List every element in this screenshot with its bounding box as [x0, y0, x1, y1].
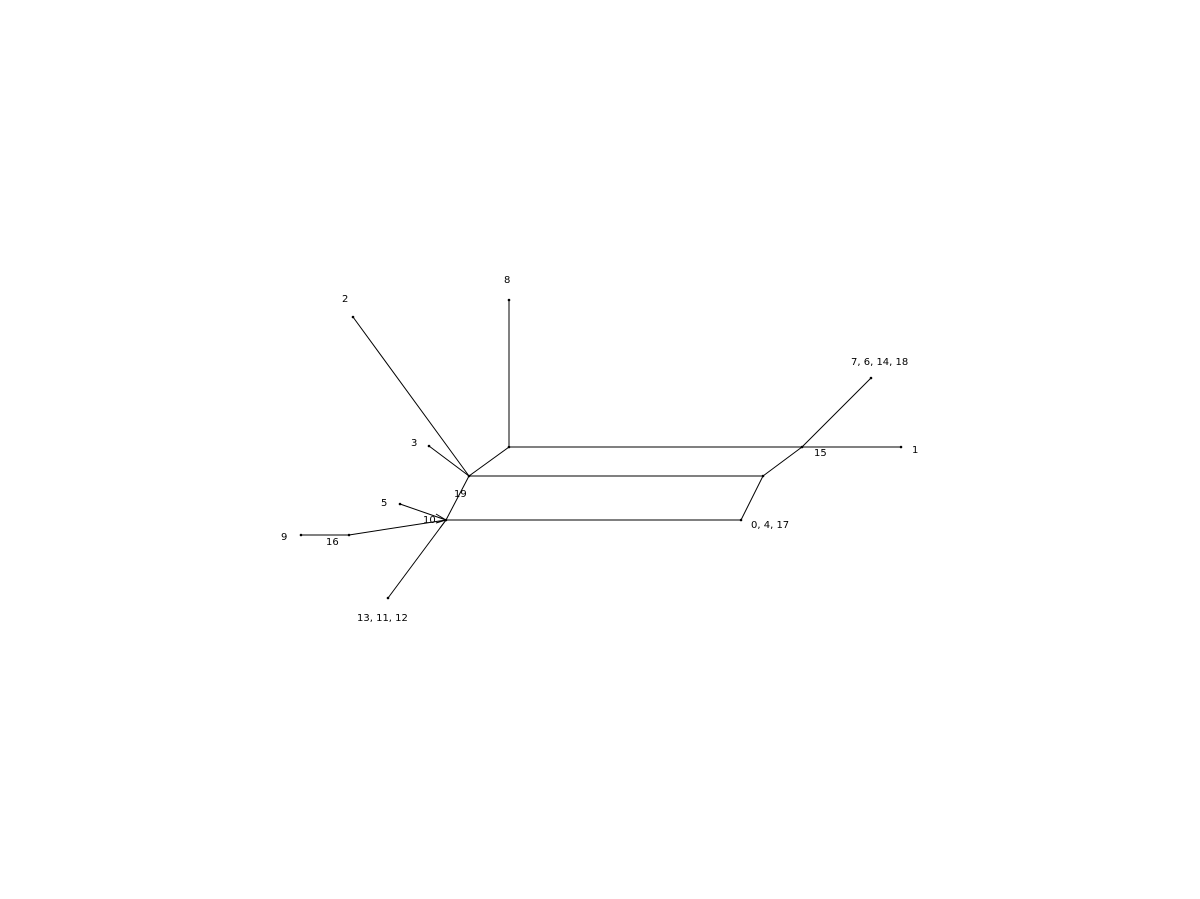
label-19: 19 [454, 489, 467, 500]
node-3 [427, 444, 431, 448]
label-13-11-12: 13, 11, 12 [357, 613, 408, 624]
node-2 [351, 315, 355, 319]
edge-right-lower-diag [740, 475, 764, 521]
label-7-6-14-18: 7, 6, 14, 18 [851, 357, 908, 368]
edge-fan-10c [439, 519, 447, 529]
node-5 [398, 502, 402, 506]
node-0-4-17 [739, 518, 743, 522]
label-1: 1 [912, 445, 918, 456]
network-edges [301, 300, 901, 599]
edge-to-16 [348, 519, 447, 536]
edge-to-5 [399, 503, 447, 521]
node-15 [800, 445, 804, 449]
node-8 [507, 298, 511, 302]
label-0-4-17: 0, 4, 17 [751, 520, 789, 531]
label-5: 5 [381, 498, 387, 509]
node-junction-top-left [507, 445, 511, 449]
node-7-6-14-18 [869, 376, 873, 380]
edge-to-7-6-14-18 [801, 377, 872, 448]
label-16: 16 [326, 537, 339, 548]
edge-fan-10a [435, 513, 447, 521]
node-19 [467, 474, 471, 478]
edge-fan-10b [435, 519, 447, 524]
node-1 [899, 445, 903, 449]
edge-to-2 [352, 316, 470, 477]
edge-left-upper-diag [468, 446, 510, 477]
node-13-11-12 [386, 596, 390, 600]
node-10 [444, 518, 448, 522]
network-nodes [299, 298, 903, 600]
edge-to-13-11-12 [387, 519, 447, 599]
label-3: 3 [411, 438, 417, 449]
edge-to-3 [428, 445, 470, 477]
network-labels: 8 2 3 19 7, 6, 14, 18 1 15 5 10 0, 4, 17… [281, 275, 918, 624]
label-9: 9 [281, 532, 287, 543]
edge-right-upper-diag [762, 446, 803, 477]
node-9 [299, 533, 303, 537]
edge-left-lower-diag [445, 475, 470, 521]
label-10: 10 [423, 515, 436, 526]
label-15: 15 [814, 448, 827, 459]
node-junction-middle-right [761, 474, 765, 478]
label-8: 8 [504, 275, 510, 286]
label-2: 2 [342, 294, 348, 305]
node-16 [347, 533, 351, 537]
